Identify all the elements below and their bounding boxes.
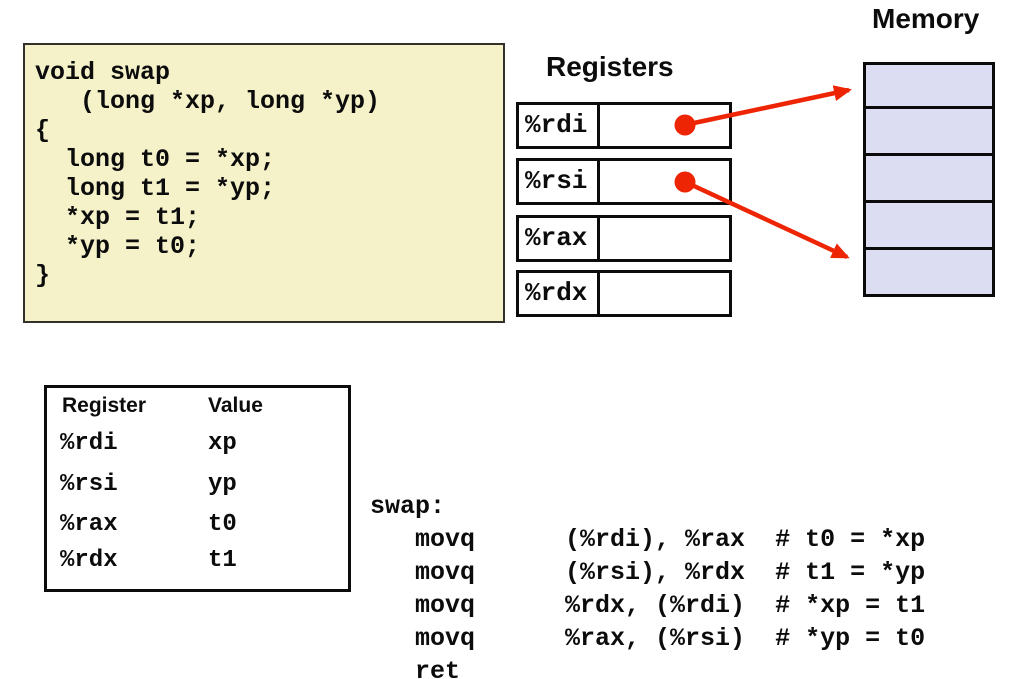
- register-value-cell: [600, 158, 732, 205]
- table-cell: %rdx: [60, 547, 118, 574]
- c-code-line: {: [35, 116, 51, 145]
- assembly-listing: swap: movq (%rdi), %rax # t0 = *xp movq …: [370, 490, 925, 679]
- c-code-line: long t0 = *xp;: [35, 145, 276, 174]
- asm-line: movq (%rdi), %rax # t0 = *xp: [370, 525, 926, 554]
- c-code-line: void swap: [35, 58, 171, 87]
- register-box-rsi: %rsi: [516, 158, 732, 205]
- c-code-box: void swap (long *xp, long *yp) { long t0…: [23, 43, 505, 323]
- register-label: %rax: [516, 215, 600, 262]
- register-label: %rdi: [516, 102, 600, 149]
- table-cell: xp: [208, 430, 237, 457]
- memory-cell-4: [863, 203, 995, 250]
- asm-line: movq %rax, (%rsi) # *yp = t0: [370, 624, 926, 653]
- table-cell: %rsi: [60, 471, 118, 498]
- register-label: %rsi: [516, 158, 600, 205]
- register-box-rdx: %rdx: [516, 270, 732, 317]
- c-code-line: *yp = t0;: [35, 232, 201, 261]
- table-cell: t1: [208, 547, 237, 574]
- register-value-table: Register Value %rdi xp %rsi yp %rax t0 %…: [44, 385, 351, 592]
- register-box-rdi: %rdi: [516, 102, 732, 149]
- asm-line: movq %rdx, (%rdi) # *xp = t1: [370, 591, 926, 620]
- registers-heading: Registers: [546, 51, 674, 82]
- table-cell: %rdi: [60, 430, 118, 457]
- table-cell: %rax: [60, 511, 118, 538]
- register-value-cell: [600, 102, 732, 149]
- memory-column: [863, 62, 995, 297]
- register-box-rax: %rax: [516, 215, 732, 262]
- table-header-register: Register: [62, 394, 147, 417]
- c-code-line: long t1 = *yp;: [35, 174, 276, 203]
- c-code-line: *xp = t1;: [35, 203, 201, 232]
- memory-cell-2: [863, 109, 995, 156]
- table-cell: yp: [208, 471, 237, 498]
- asm-line: ret: [370, 657, 461, 679]
- c-code-line: }: [35, 261, 51, 290]
- memory-cell-3: [863, 156, 995, 203]
- register-value-cell: [600, 215, 732, 262]
- memory-cell-5: [863, 250, 995, 297]
- asm-line: swap:: [370, 492, 446, 521]
- table-cell: t0: [208, 511, 237, 538]
- memory-heading: Memory: [872, 3, 980, 34]
- memory-cell-1: [863, 62, 995, 109]
- c-code-line: (long *xp, long *yp): [35, 87, 381, 116]
- asm-line: movq (%rsi), %rdx # t1 = *yp: [370, 558, 926, 587]
- register-label: %rdx: [516, 270, 600, 317]
- register-value-cell: [600, 270, 732, 317]
- table-header-value: Value: [208, 394, 263, 417]
